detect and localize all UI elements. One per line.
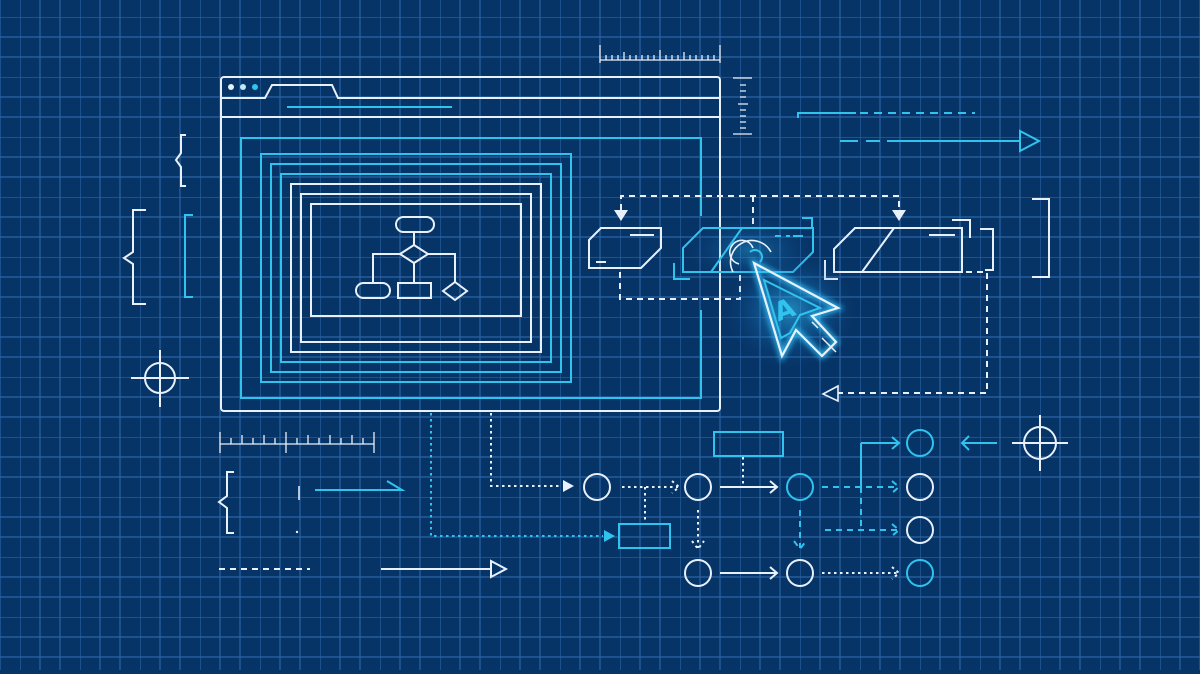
node-2	[684, 473, 712, 501]
node-3-cyan	[786, 473, 814, 501]
arrow-bottom-left	[381, 559, 509, 579]
ruler-top	[599, 45, 721, 63]
bracket-cyan-left	[184, 214, 193, 298]
curly-brace-middle	[122, 209, 146, 305]
window-dot-1	[228, 84, 234, 90]
node-out-1-cyan	[906, 429, 934, 457]
node-out-2	[906, 473, 934, 501]
window-dot-2	[240, 84, 246, 90]
node-box-cyan-top	[713, 431, 784, 457]
crosshair-right-icon	[1012, 415, 1068, 471]
node-5	[786, 559, 814, 587]
crosshair-left-icon	[131, 350, 189, 407]
node-box-cyan-bottom	[618, 523, 671, 549]
node-4	[684, 559, 712, 587]
curly-brace-bottom	[217, 471, 234, 534]
node-1	[583, 473, 611, 501]
ruler-vertical	[733, 77, 752, 135]
flowchart-diagram	[355, 216, 469, 302]
cyan-arrow-bottom-left	[315, 480, 406, 491]
process-block-left	[588, 227, 662, 269]
node-out-4-cyan	[906, 559, 934, 587]
browser-window	[220, 76, 721, 412]
dashed-line-top-right	[797, 112, 975, 118]
bracket-right-large	[1032, 198, 1050, 278]
node-out-3	[906, 516, 934, 544]
text-caret	[295, 486, 300, 534]
window-dot-3	[252, 84, 258, 90]
node-graph	[430, 413, 997, 587]
curly-brace-top	[174, 134, 186, 187]
arrow-cursor-icon[interactable]: A	[720, 248, 860, 372]
nested-frames	[240, 137, 702, 399]
arrow-top-right-icon	[840, 129, 1042, 153]
ruler-bottom	[219, 432, 375, 453]
